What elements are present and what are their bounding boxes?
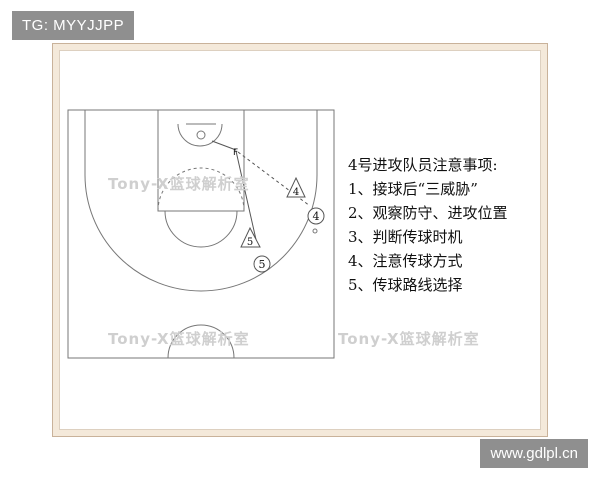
attacker-4-label: 4 <box>313 210 320 223</box>
restricted-area-arc <box>177 123 223 147</box>
court-boundary <box>67 109 335 359</box>
watermark-text: Tony-X篮球解析室 <box>108 330 250 348</box>
defender-5-label: 5 <box>247 237 253 248</box>
note-item: 2、观察防守、进攻位置 <box>348 204 508 222</box>
notes-panel: 4号进攻队员注意事项: 1、接球后“三威胁” 2、观察防守、进攻位置 3、判断传… <box>348 153 508 297</box>
attacker-4: 4 <box>307 207 325 234</box>
defender-4: 4 <box>286 176 306 198</box>
notes-title: 4号进攻队员注意事项: <box>348 156 498 174</box>
defender-5: 5 <box>240 226 261 248</box>
watermark-text: Tony-X篮球解析室 <box>338 330 480 348</box>
frame-mat <box>59 50 541 430</box>
attacker-5: 5 <box>253 255 271 273</box>
note-item: 4、注意传球方式 <box>348 252 463 270</box>
free-throw-circle-bottom <box>164 210 238 248</box>
center-circle <box>167 324 235 359</box>
note-item: 1、接球后“三威胁” <box>348 180 478 198</box>
picture-frame <box>52 43 548 437</box>
cut-line <box>235 150 258 245</box>
note-item: 5、传球路线选择 <box>348 276 463 294</box>
ball-marker: F <box>233 148 238 158</box>
drive-line <box>211 140 237 151</box>
tg-badge: TG: MYYJJPP <box>12 11 135 40</box>
watermark-text: Tony-X篮球解析室 <box>108 175 250 193</box>
note-item: 3、判断传球时机 <box>348 228 463 246</box>
attacker-5-label: 5 <box>259 258 266 271</box>
site-badge: www.gdlpl.cn <box>480 439 588 468</box>
free-throw-circle-top <box>157 167 245 212</box>
free-throw-lane <box>157 109 245 212</box>
defender-4-label: 4 <box>293 187 299 198</box>
rim <box>196 130 206 140</box>
three-point-line <box>84 110 318 292</box>
